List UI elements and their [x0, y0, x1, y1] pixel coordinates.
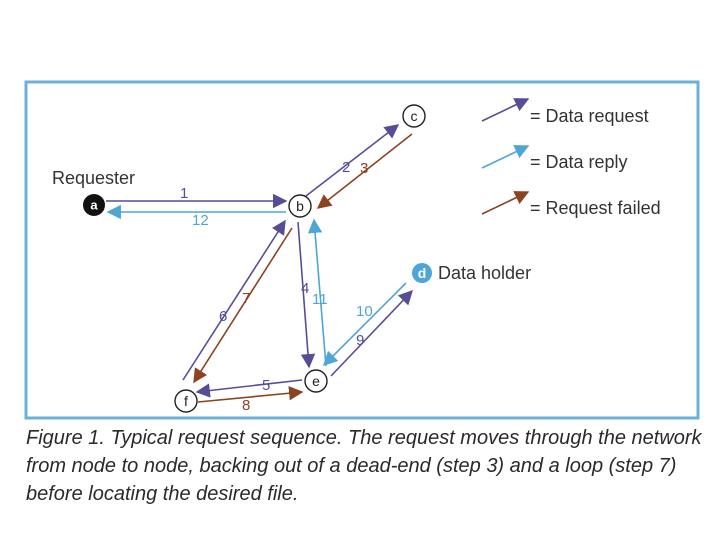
step-label-6: 6	[219, 308, 227, 325]
node-c: c	[402, 104, 426, 128]
node-d: d	[412, 263, 432, 283]
edge-step-11-reply	[307, 218, 327, 367]
edge-step-2-request	[305, 124, 400, 197]
edge-step-6-request	[182, 219, 286, 381]
edge-step-7-failed	[193, 227, 293, 384]
node-b: b	[288, 194, 312, 218]
step-label-8: 8	[242, 397, 250, 414]
step-label-11: 11	[312, 291, 328, 308]
step-label-7: 7	[242, 290, 250, 307]
step-label-5: 5	[262, 377, 270, 394]
step-label-10: 10	[356, 303, 373, 320]
legend-failed-arrow	[481, 191, 530, 215]
step-label-3: 3	[360, 160, 368, 177]
svg-text:c: c	[411, 108, 418, 124]
edge-step-9-request	[330, 289, 413, 377]
legend-reply-arrow	[481, 145, 530, 169]
step-label-9: 9	[356, 332, 364, 349]
network-diagram: = Data request = Data reply = Request fa…	[24, 80, 700, 420]
node-a: a	[83, 194, 105, 216]
step-label-4: 4	[301, 280, 309, 297]
data-holder-label: Data holder	[438, 263, 531, 283]
legend-request-arrow	[481, 98, 530, 122]
edge-step-5-request	[195, 379, 303, 398]
step-label-1: 1	[180, 185, 188, 202]
edge-step-3-failed	[316, 133, 413, 209]
legend-reply-label: = Data reply	[530, 152, 628, 172]
svg-text:d: d	[418, 265, 427, 281]
requester-label: Requester	[52, 168, 135, 188]
legend-failed-label: = Request failed	[530, 198, 661, 218]
figure-caption: Figure 1. Typical request sequence. The …	[26, 427, 702, 505]
legend-request-label: = Data request	[530, 106, 649, 126]
svg-text:b: b	[296, 198, 304, 214]
node-f: f	[174, 389, 198, 413]
svg-text:e: e	[312, 373, 320, 389]
svg-text:a: a	[90, 198, 98, 213]
edge-step-4-request	[297, 221, 316, 369]
legend: = Data request = Data reply = Request fa…	[481, 98, 661, 218]
edge-step-8-failed	[197, 386, 304, 403]
step-label-12: 12	[192, 212, 209, 229]
diagram-frame	[24, 80, 700, 420]
edge-step-10-reply	[322, 282, 407, 367]
svg-text:f: f	[184, 393, 188, 409]
step-label-2: 2	[342, 159, 350, 176]
node-e: e	[304, 369, 328, 393]
